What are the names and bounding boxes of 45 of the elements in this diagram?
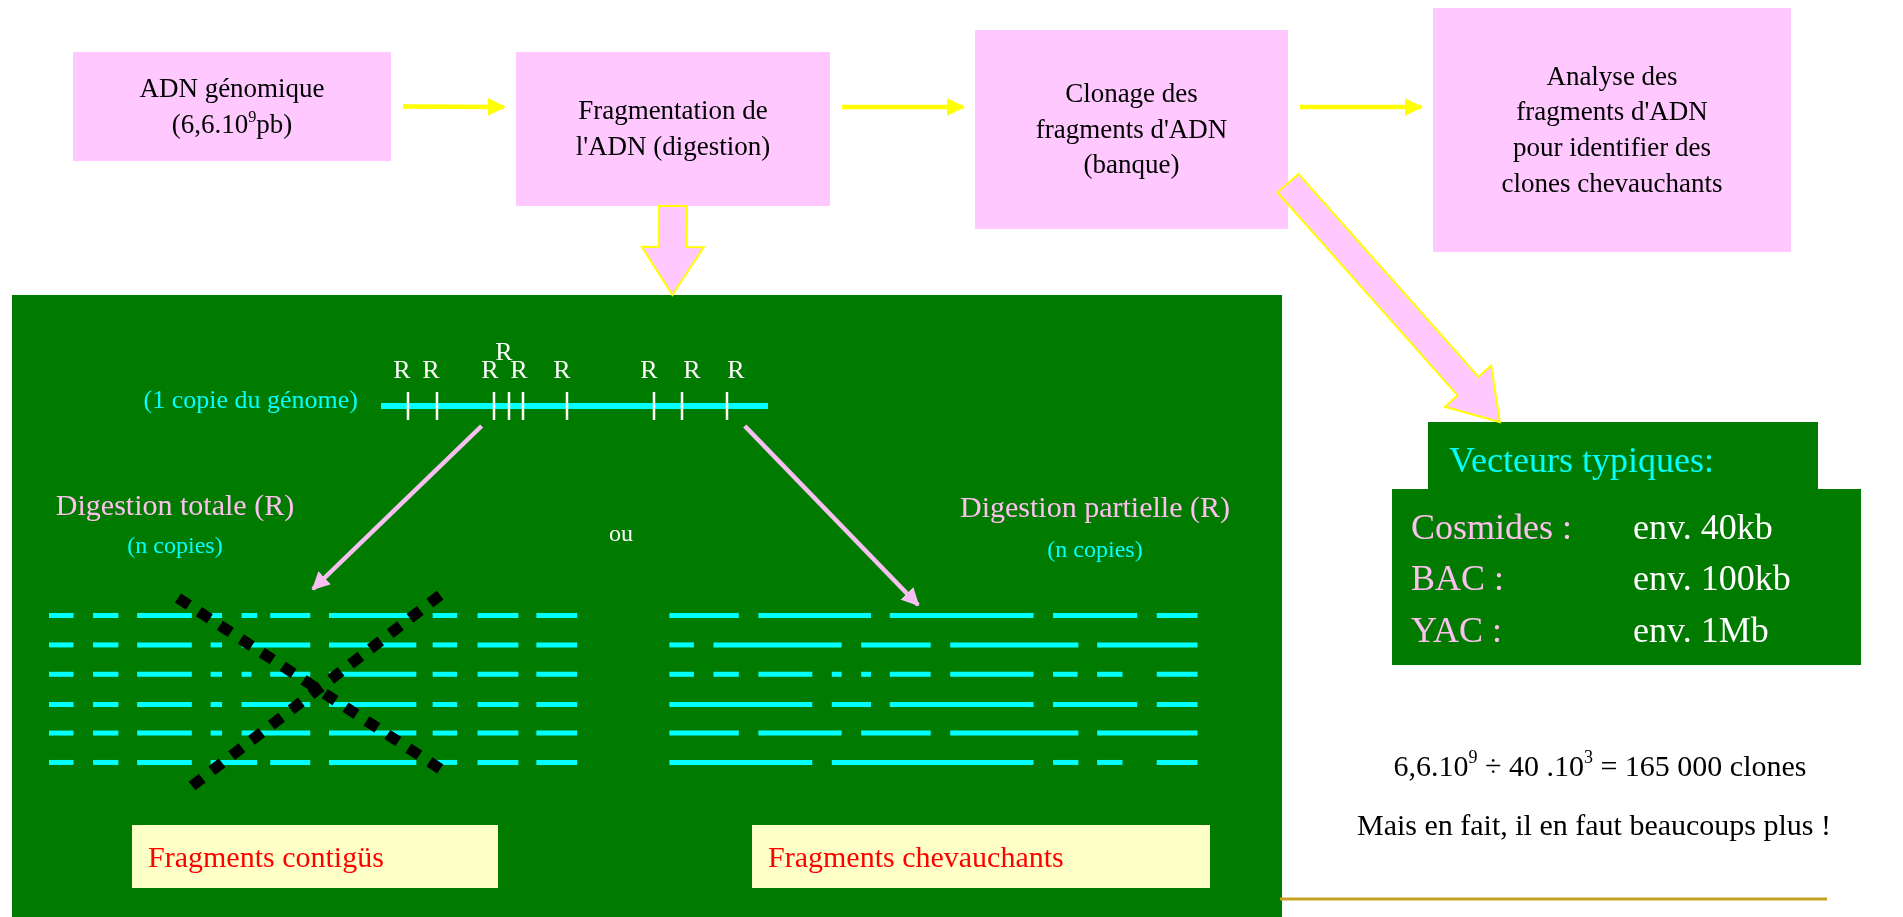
step-text: ADN génomique (6,6.10$^{9}$pb) — [138, 71, 326, 141]
block-arrow — [1276, 172, 1502, 424]
dna-line-drawing — [381, 390, 768, 422]
table-heading: Vecteurs typiques: — [1449, 440, 1714, 480]
site-letter: R — [393, 355, 411, 385]
digestion-panel — [12, 295, 1282, 917]
step-text: Fragmentation de l'ADN (digestion) — [574, 94, 772, 163]
process-box — [73, 52, 391, 161]
process-box — [975, 30, 1288, 229]
result-text: Fragments contigüs — [148, 839, 384, 874]
site-letter: R — [422, 355, 440, 385]
result-text: Fragments chevauchants — [768, 839, 1064, 874]
or-text: ou — [609, 520, 633, 548]
caption-text: (n copies) — [127, 532, 223, 560]
formula-text: 6,6.10$^{9}$ ÷ 40 .10$^{3}$ = 165 000 clones — [1393, 748, 1807, 784]
caption-text: (1 copie du génome) — [143, 385, 358, 415]
site-letter: R — [727, 355, 745, 385]
vector-size: env. 1Mb — [1633, 610, 1769, 650]
arrow — [743, 424, 920, 607]
note-text: Mais en fait, il en faut beaucoups plus ! — [1357, 807, 1831, 843]
vector-name: Cosmides : — [1411, 507, 1572, 547]
step-text: Analyse des fragments d'ADN pour identifier des clones chevauchants — [1500, 59, 1724, 200]
fragment-lines-drawing — [49, 589, 577, 790]
process-box — [516, 52, 830, 206]
site-letter: R — [495, 337, 513, 367]
caption-text: (n copies) — [1047, 536, 1143, 564]
arrow — [311, 424, 484, 591]
result-box — [752, 825, 1210, 888]
vector-size: env. 40kb — [1633, 507, 1773, 547]
vector-name: YAC : — [1411, 610, 1503, 650]
site-letter: R — [640, 355, 658, 385]
vector-name: BAC : — [1411, 558, 1505, 598]
arrow — [403, 97, 506, 116]
vector-table-box — [1392, 422, 1861, 665]
vector-size: env. 100kb — [1633, 558, 1791, 598]
site-letter: R — [683, 355, 701, 385]
caption-text: Digestion totale (R) — [55, 487, 295, 523]
step-text: Clonage des fragments d'ADN (banque) — [1034, 77, 1229, 182]
arrow — [842, 98, 965, 116]
caption-text: Digestion partielle (R) — [960, 489, 1230, 525]
site-letter: R — [553, 355, 571, 385]
process-box — [1433, 8, 1791, 252]
arrow — [1300, 98, 1423, 117]
result-box — [132, 825, 498, 888]
block-arrow — [639, 204, 706, 297]
